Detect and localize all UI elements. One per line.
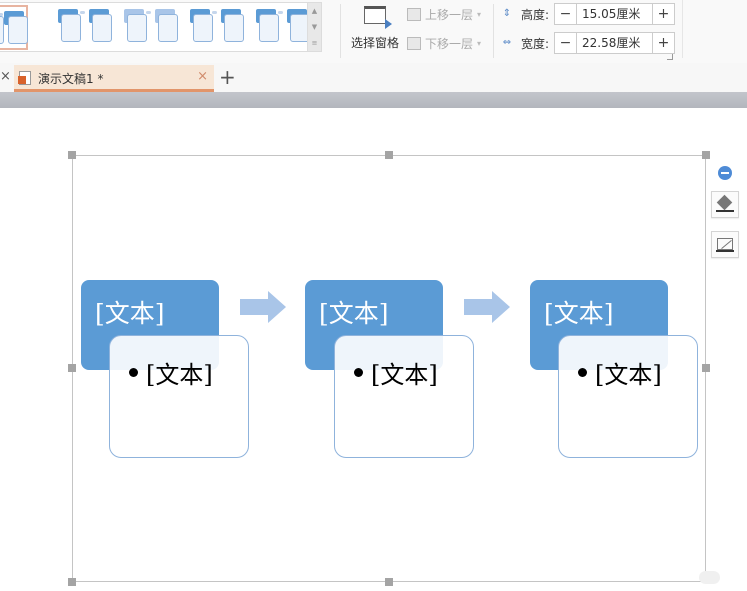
close-icon[interactable]: × xyxy=(0,69,11,84)
tab-title: 演示文稿1 * xyxy=(38,72,104,86)
toolbar-divider xyxy=(493,4,494,58)
style-thumbnail-4[interactable] xyxy=(188,5,244,50)
bring-forward-label: 上移一层 xyxy=(425,7,474,22)
bullet-icon xyxy=(578,368,587,377)
step-title-text[interactable]: [文本] xyxy=(95,299,165,328)
width-icon: ⇔ xyxy=(502,37,512,48)
step-content-box[interactable]: [文本] xyxy=(334,335,474,458)
selection-pane-button[interactable]: 选择窗格 xyxy=(349,4,401,54)
width-input[interactable]: 22.58厘米 xyxy=(582,36,641,50)
document-tab-bar: × 演示文稿1 * × + xyxy=(0,63,747,92)
bullet-item[interactable]: [文本] xyxy=(578,355,662,390)
fill-button[interactable] xyxy=(711,191,739,218)
arrow-right-icon xyxy=(464,291,510,323)
outline-icon xyxy=(717,238,733,250)
toolbar-divider xyxy=(682,0,683,58)
chevron-down-icon: ▾ xyxy=(477,9,482,19)
new-tab-button[interactable]: + xyxy=(219,65,236,89)
resize-handle-left[interactable] xyxy=(68,364,76,372)
bullet-item[interactable]: [文本] xyxy=(129,355,213,390)
size-dialog-launcher-icon[interactable] xyxy=(667,54,673,60)
smartart-style-gallery: ▲ ▼ ≡ xyxy=(0,2,322,52)
selection-pane-label: 选择窗格 xyxy=(350,36,399,50)
ribbon-toolbar: ▲ ▼ ≡ 选择窗格 上移一层 ▾ 下移一层 ▾ ⇕ 高度: − 15.05厘米… xyxy=(0,0,747,63)
outline-button[interactable] xyxy=(711,231,739,258)
height-icon: ⇕ xyxy=(502,8,512,19)
selection-pane-icon xyxy=(364,6,392,29)
tab-close-icon[interactable]: × xyxy=(197,69,208,84)
height-increase-button[interactable]: + xyxy=(652,4,674,24)
height-decrease-button[interactable]: − xyxy=(555,4,577,24)
toolbar-divider xyxy=(340,4,341,58)
style-thumbnail-2[interactable] xyxy=(56,5,112,50)
step-content-box[interactable]: [文本] xyxy=(109,335,249,458)
send-backward-button[interactable]: 下移一层 ▾ xyxy=(407,34,481,52)
step-title-text[interactable]: [文本] xyxy=(319,299,389,328)
send-backward-label: 下移一层 xyxy=(425,36,474,51)
resize-handle-right[interactable] xyxy=(702,364,710,372)
bullet-item[interactable]: [文本] xyxy=(354,355,438,390)
outline-color-bar xyxy=(716,250,734,252)
height-control: ⇕ 高度: − 15.05厘米 + xyxy=(499,3,675,25)
arrow-right-icon xyxy=(240,291,286,323)
bullet-text: [文本] xyxy=(371,361,438,389)
gallery-expand-icon[interactable]: ≡ xyxy=(311,39,318,47)
gallery-scrollbar[interactable]: ▲ ▼ ≡ xyxy=(307,3,321,51)
style-thumbnail-5[interactable] xyxy=(254,5,310,50)
resize-handle-top-right[interactable] xyxy=(702,151,710,159)
fill-bucket-icon xyxy=(716,194,733,211)
step-title-text[interactable]: [文本] xyxy=(544,299,614,328)
height-label: 高度: xyxy=(521,7,550,22)
bring-forward-button[interactable]: 上移一层 ▾ xyxy=(407,5,481,23)
style-thumbnail-1[interactable] xyxy=(0,5,28,50)
style-thumbnail-3[interactable] xyxy=(122,5,178,50)
resize-handle-top[interactable] xyxy=(385,151,393,159)
resize-handle-top-left[interactable] xyxy=(68,151,76,159)
ruler-strip xyxy=(0,92,747,108)
chevron-down-icon: ▾ xyxy=(477,38,482,48)
bullet-text: [文本] xyxy=(146,361,213,389)
minus-circle-icon[interactable] xyxy=(718,166,732,180)
width-label: 宽度: xyxy=(521,36,550,51)
presentation-file-icon xyxy=(18,71,31,85)
floating-widget[interactable] xyxy=(699,571,720,584)
fill-color-bar xyxy=(716,210,734,212)
height-input[interactable]: 15.05厘米 xyxy=(582,7,641,21)
step-content-box[interactable]: [文本] xyxy=(558,335,698,458)
width-increase-button[interactable]: + xyxy=(652,33,674,53)
width-stepper[interactable]: − 22.58厘米 + xyxy=(554,32,675,54)
gallery-scroll-up-icon[interactable]: ▲ xyxy=(311,7,318,15)
send-backward-icon xyxy=(407,36,421,50)
resize-handle-bottom-left[interactable] xyxy=(68,578,76,586)
width-control: ⇔ 宽度: − 22.58厘米 + xyxy=(499,32,675,54)
bring-forward-icon xyxy=(407,7,421,21)
resize-handle-bottom[interactable] xyxy=(385,578,393,586)
tab-document[interactable]: 演示文稿1 * × xyxy=(14,65,214,92)
gallery-scroll-down-icon[interactable]: ▼ xyxy=(311,23,318,31)
bullet-icon xyxy=(354,368,363,377)
height-stepper[interactable]: − 15.05厘米 + xyxy=(554,3,675,25)
width-decrease-button[interactable]: − xyxy=(555,33,577,53)
bullet-text: [文本] xyxy=(595,361,662,389)
bullet-icon xyxy=(129,368,138,377)
